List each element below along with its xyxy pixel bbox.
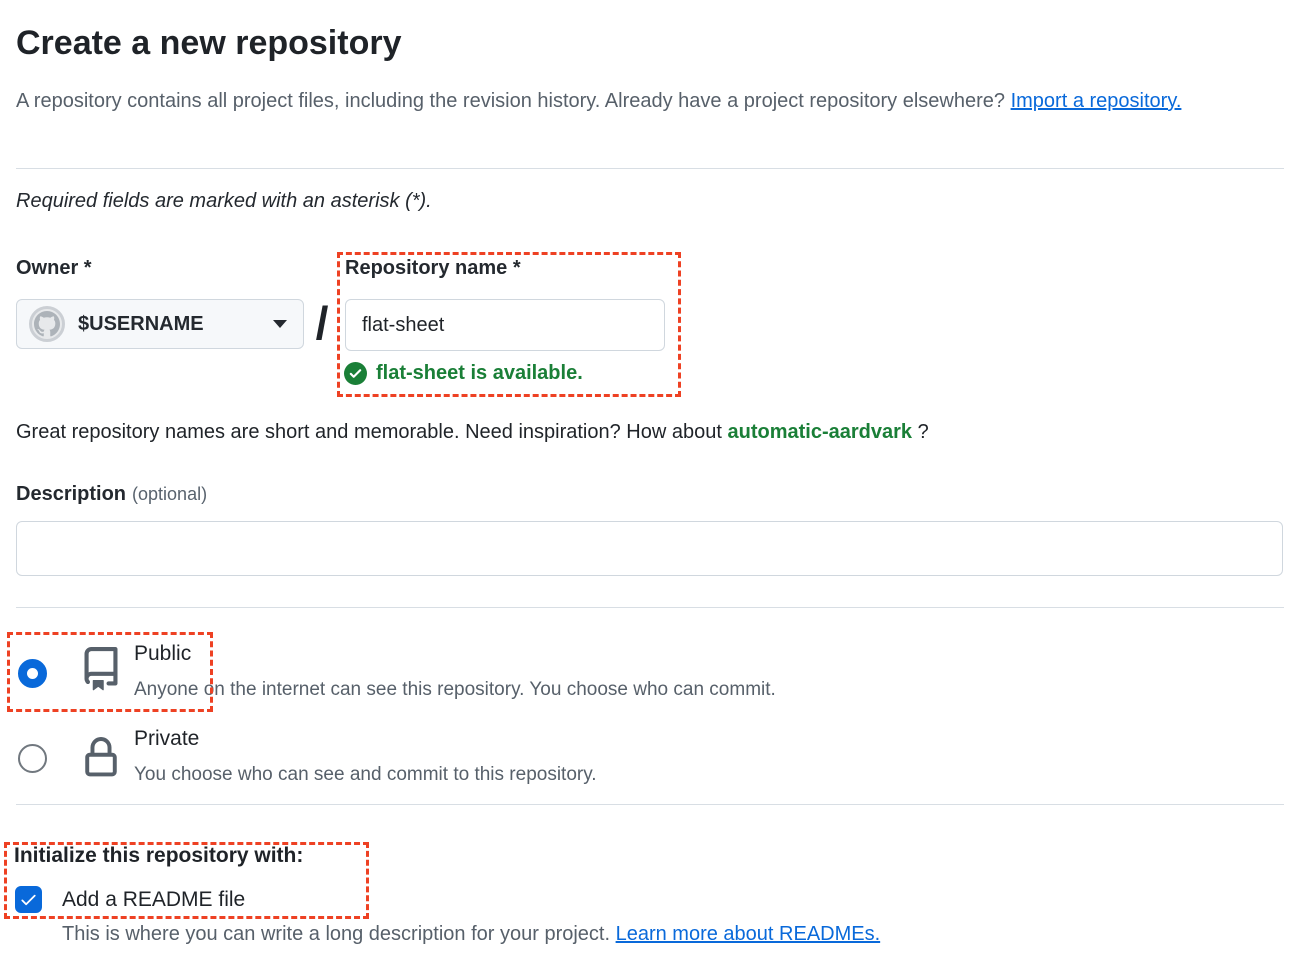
owner-repo-separator: / xyxy=(315,297,329,349)
owner-value: $USERNAME xyxy=(78,312,204,335)
chevron-down-icon xyxy=(273,320,287,328)
hint-text-after: ? xyxy=(912,421,929,443)
initialize-heading: Initialize this repository with: xyxy=(14,844,304,867)
readme-help-text-body: This is where you can write a long descr… xyxy=(62,923,616,945)
page-title: Create a new repository xyxy=(16,24,402,62)
private-radio[interactable] xyxy=(18,744,47,773)
readme-checkbox-label[interactable]: Add a README file xyxy=(62,888,246,911)
description-label: Description xyxy=(16,483,127,505)
hint-text-before: Great repository names are short and mem… xyxy=(16,421,728,443)
name-suggestion-line: Great repository names are short and mem… xyxy=(16,421,929,444)
readme-checkbox[interactable] xyxy=(15,886,42,913)
check-circle-icon xyxy=(344,362,367,385)
owner-label: Owner * xyxy=(16,257,92,279)
description-label-row: Description(optional) xyxy=(16,483,207,506)
private-option-label[interactable]: Private xyxy=(134,727,200,750)
description-input[interactable] xyxy=(16,521,1283,576)
avatar xyxy=(29,306,65,342)
public-radio[interactable] xyxy=(18,659,47,688)
public-option-description: Anyone on the internet can see this repo… xyxy=(134,679,776,700)
intro-text: A repository contains all project files,… xyxy=(16,90,1011,112)
availability-message-row: flat-sheet is available. xyxy=(344,362,583,385)
description-optional-label: (optional) xyxy=(132,484,208,504)
private-option-description: You choose who can see and commit to thi… xyxy=(134,764,597,785)
visibility-divider xyxy=(16,607,1284,608)
availability-message: flat-sheet is available. xyxy=(376,362,583,384)
initialize-divider xyxy=(16,804,1284,805)
intro-paragraph: A repository contains all project files,… xyxy=(16,82,1196,120)
lock-icon xyxy=(80,737,122,784)
public-option-label[interactable]: Public xyxy=(134,642,192,665)
readme-help-text: This is where you can write a long descr… xyxy=(62,923,880,946)
repo-book-icon xyxy=(79,647,123,696)
octocat-avatar-icon xyxy=(34,311,60,337)
header-divider xyxy=(16,168,1284,169)
learn-more-readmes-link[interactable]: Learn more about READMEs. xyxy=(615,923,881,945)
checkmark-icon xyxy=(21,894,36,906)
suggested-name-link[interactable]: automatic-aardvark xyxy=(727,421,913,443)
import-repository-link[interactable]: Import a repository. xyxy=(1010,90,1182,112)
owner-dropdown-button[interactable]: $USERNAME xyxy=(16,299,304,349)
repository-name-label: Repository name * xyxy=(345,257,521,279)
repository-name-input[interactable] xyxy=(345,299,665,351)
required-fields-note: Required fields are marked with an aster… xyxy=(16,190,432,212)
